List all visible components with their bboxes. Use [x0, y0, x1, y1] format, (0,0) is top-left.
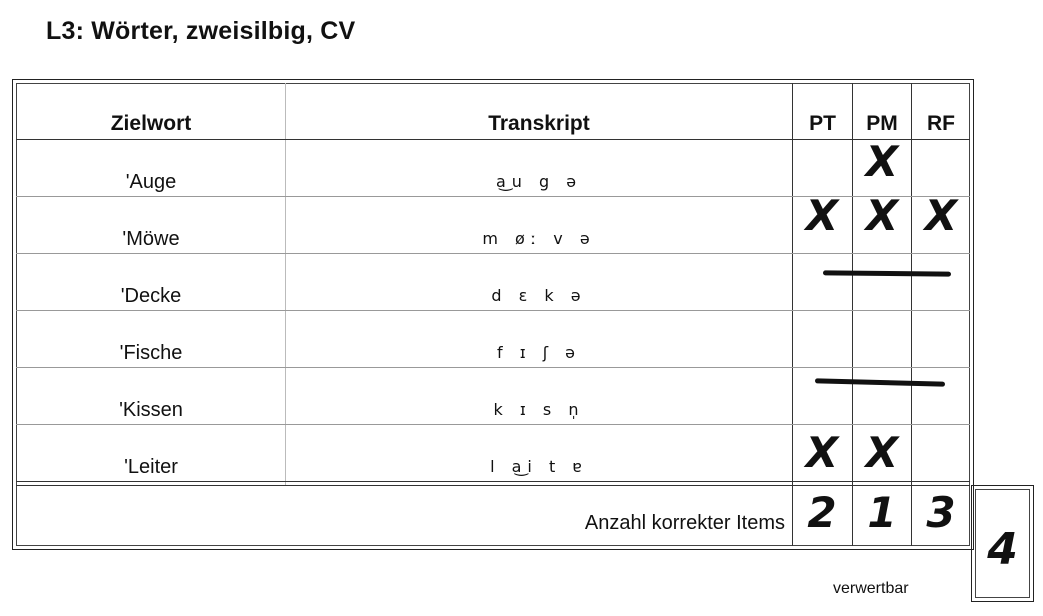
verwertbar-value: 4: [987, 524, 1018, 575]
row-word: 'Möwe: [122, 228, 180, 250]
divider-pm-rf: [911, 83, 912, 546]
row-divider: [16, 367, 970, 368]
row-divider: [16, 424, 970, 425]
header-pt: PT: [809, 112, 836, 135]
page-title: L3: Wörter, zweisilbig, CV: [46, 17, 356, 45]
table-frame-inner: [16, 83, 970, 546]
mark-pm: X: [865, 137, 899, 186]
row-transcript: m øː v ə: [482, 229, 596, 248]
header-transkript: Transkript: [488, 112, 590, 135]
count-rf: 3: [926, 488, 956, 537]
header-zielwort: Zielwort: [110, 112, 192, 135]
row-divider: [16, 139, 970, 140]
row-word: 'Kissen: [119, 399, 183, 421]
row-divider: [16, 481, 970, 482]
row-transcript: f ɪ ʃ ə: [496, 343, 582, 362]
mark-pt: X: [805, 191, 839, 240]
row-divider: [16, 310, 970, 311]
row-divider: [16, 253, 970, 254]
row-transcript: k ɪ s n̩: [493, 400, 585, 419]
mark-pt: X: [805, 428, 839, 477]
row-divider: [16, 485, 970, 486]
row-transcript: l a͜i t ɐ: [490, 457, 588, 476]
row-transcript: d ɛ k ə: [491, 286, 587, 305]
row-word: 'Leiter: [124, 456, 178, 478]
mark-pm: X: [865, 428, 899, 477]
summary-label: Anzahl korrekter Items: [584, 512, 785, 534]
row-word: 'Fische: [119, 342, 183, 364]
verwertbar-label: verwertbar: [833, 580, 909, 597]
header-pm: PM: [866, 112, 898, 135]
table-frame-outer: [12, 79, 974, 550]
count-pm: 1: [867, 488, 897, 537]
row-word: 'Decke: [120, 285, 182, 307]
row-word: 'Auge: [125, 171, 177, 193]
row-divider: [16, 196, 970, 197]
count-pt: 2: [807, 488, 837, 537]
divider-zielwort-transkript: [285, 83, 286, 485]
verwertbar-box-outer: [971, 485, 1034, 602]
header-rf: RF: [927, 112, 955, 135]
divider-transkript-pt: [792, 83, 793, 546]
divider-pt-pm: [852, 83, 853, 546]
mark-rf: X: [924, 191, 958, 240]
mark-pm: X: [865, 191, 899, 240]
row-transcript: a͜u g ə: [495, 172, 583, 191]
verwertbar-box-inner: [975, 489, 1030, 598]
